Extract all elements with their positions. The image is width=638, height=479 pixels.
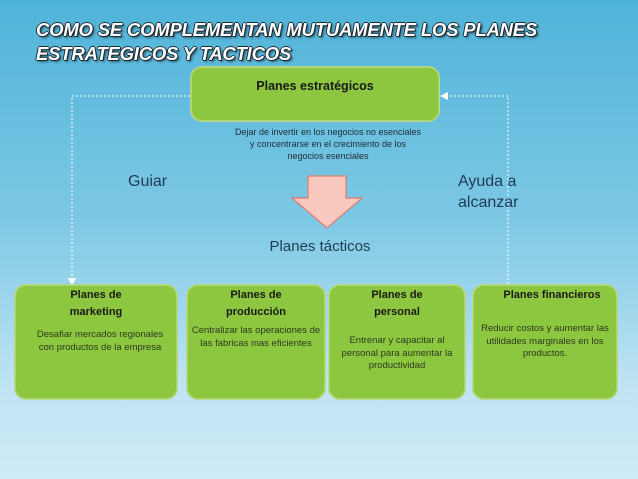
financial-plan-description: Reducir costos y aumentar las utilidades…	[481, 323, 609, 359]
marketing-heading-line-1: Planes de	[70, 289, 122, 301]
support-label-line-1: Ayuda a	[458, 173, 517, 190]
production-plan-description: Centralizar las operaciones de las fabri…	[191, 325, 321, 349]
marketing-plan-heading: Planes de marketing	[15, 287, 177, 321]
personnel-heading-line-2: personal	[374, 306, 420, 318]
production-plan-heading: Planes de producción	[187, 287, 325, 321]
guide-arrowhead	[68, 278, 76, 286]
tactical-plans-heading: Planes tácticos	[269, 238, 371, 255]
support-label-line-2: alcanzar	[458, 194, 519, 211]
support-connector	[442, 95, 509, 284]
down-arrow	[290, 175, 364, 229]
marketing-heading-line-2: marketing	[69, 306, 123, 318]
strategic-plans-heading: Planes estratégicos	[256, 79, 374, 93]
financial-heading-line-1: Planes financieros	[503, 289, 601, 301]
production-heading-line-1: Planes de	[230, 289, 282, 301]
marketing-plan-description: Desafiar mercados regionales con product…	[36, 329, 164, 353]
personnel-plan-card: Planes de personal Entrenar y capacitar …	[328, 284, 466, 400]
title-line-1: COMO SE COMPLEMENTAN MUTUAMENTE LOS PLAN…	[36, 19, 538, 40]
personnel-heading-line-1: Planes de	[371, 289, 423, 301]
title-line-2: ESTRATEGICOS Y TACTICOS	[36, 43, 292, 64]
personnel-plan-description: Entrenar y capacitar al personal para au…	[341, 335, 453, 371]
support-arrowhead	[440, 92, 448, 100]
strategic-plans-description: Dejar de invertir en los negocios no ese…	[234, 127, 422, 161]
slide-title: COMO SE COMPLEMENTAN MUTUAMENTE LOS PLAN…	[36, 18, 636, 66]
production-heading-line-2: producción	[226, 306, 286, 318]
financial-plan-card: Planes financieros Reducir costos y aume…	[472, 284, 618, 400]
financial-plan-heading: Planes financieros	[487, 287, 617, 304]
support-label: Ayuda a alcanzar	[458, 171, 518, 213]
strategic-plans-box: Planes estratégicos	[190, 66, 440, 122]
guide-connector	[71, 95, 190, 284]
personnel-plan-heading: Planes de personal	[329, 287, 465, 321]
marketing-plan-card: Planes de marketing Desafiar mercados re…	[14, 284, 178, 400]
production-plan-card: Planes de producción Centralizar las ope…	[186, 284, 326, 400]
guide-label: Guiar	[128, 173, 168, 190]
